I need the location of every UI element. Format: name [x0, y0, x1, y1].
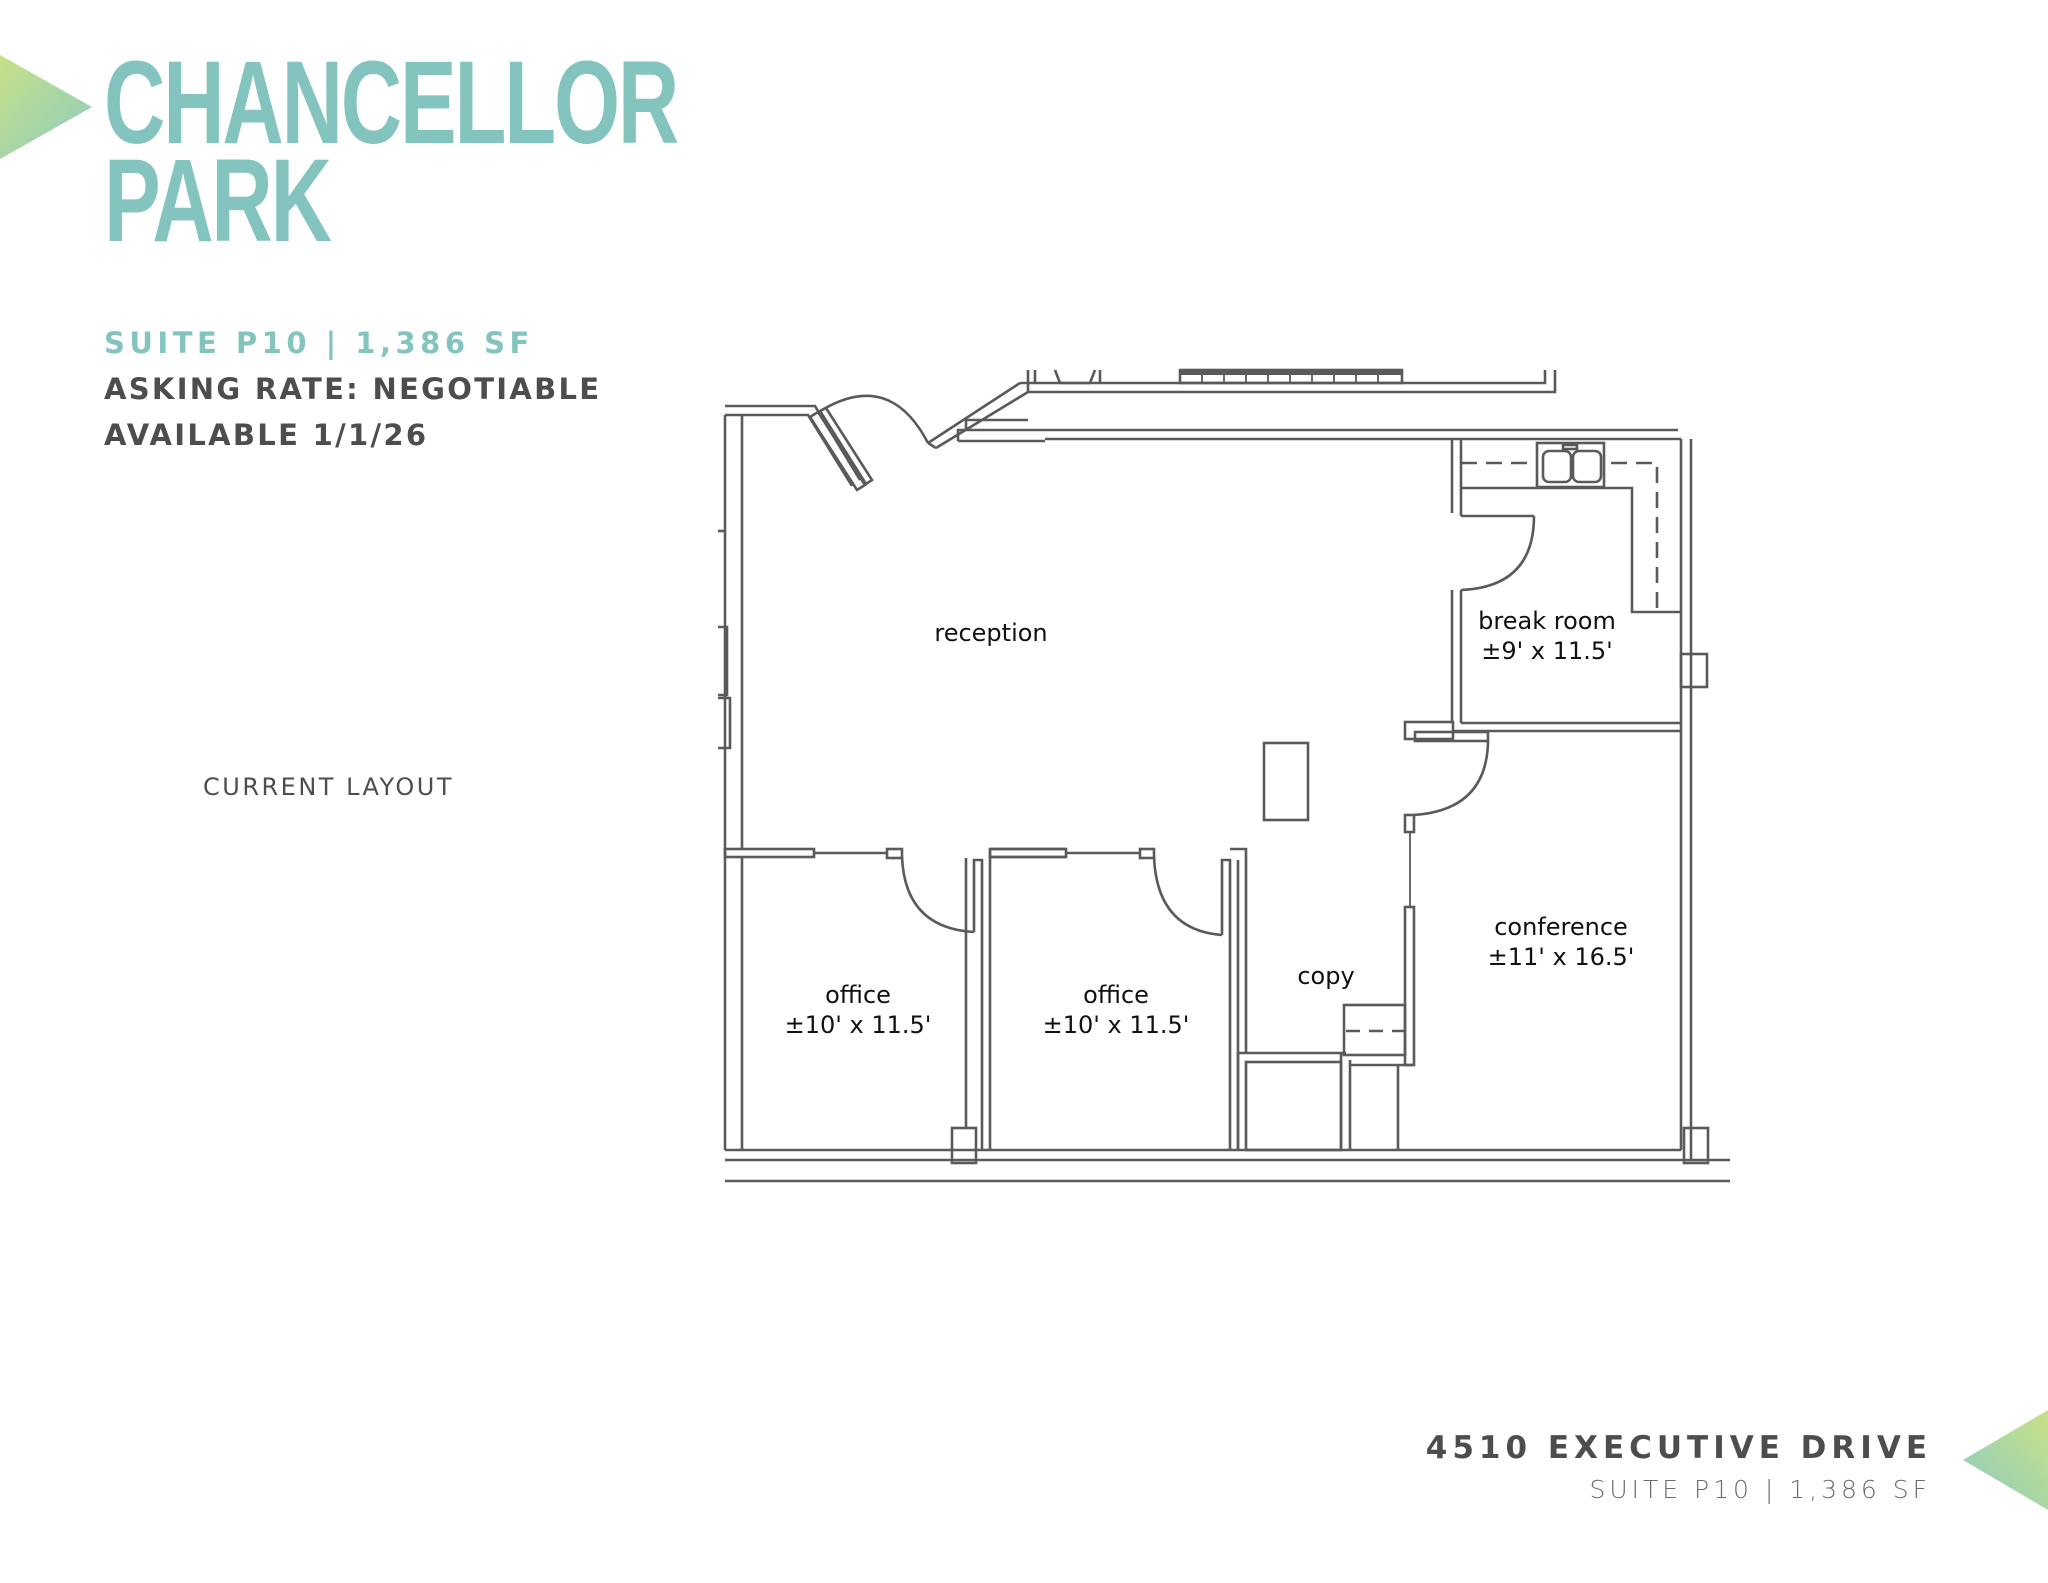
- room-reception: reception: [934, 618, 1047, 648]
- room-name: copy: [1297, 962, 1355, 990]
- room-office-1: office ±10' x 11.5': [785, 980, 932, 1040]
- room-dimensions: ±9' x 11.5': [1481, 637, 1613, 665]
- room-dimensions: ±10' x 11.5': [1042, 1011, 1190, 1039]
- suite-size-heading: SUITE P10 | 1,386 SF: [104, 326, 534, 360]
- room-dimensions: ±11' x 16.5': [1487, 943, 1635, 971]
- room-break-room: break room ±9' x 11.5': [1478, 606, 1616, 666]
- logo-triangle-icon: [0, 55, 92, 159]
- room-dimensions: ±10' x 11.5': [784, 1011, 932, 1039]
- layout-caption: CURRENT LAYOUT: [203, 773, 455, 801]
- footer-triangle-icon: [1963, 1410, 2048, 1510]
- brand-name-line1: CHANCELLOR: [104, 37, 679, 169]
- room-office-2: office ±10' x 11.5': [1043, 980, 1190, 1040]
- room-copy: copy: [1297, 961, 1354, 991]
- footer-suite-size: SUITE P10 | 1,386 SF: [1589, 1475, 1931, 1504]
- room-name: conference: [1494, 913, 1628, 941]
- availability-date: AVAILABLE 1/1/26: [104, 418, 429, 452]
- brand-logo-text: CHANCELLOR PARK: [104, 37, 679, 267]
- room-name: office: [1083, 981, 1149, 1009]
- room-name: office: [825, 981, 891, 1009]
- room-name: break room: [1478, 607, 1616, 635]
- brand-name-line2: PARK: [104, 135, 332, 267]
- property-address: 4510 EXECUTIVE DRIVE: [1425, 1430, 1932, 1466]
- asking-rate: ASKING RATE: NEGOTIABLE: [104, 372, 602, 406]
- room-name: reception: [934, 619, 1048, 647]
- room-conference: conference ±11' x 16.5': [1488, 912, 1635, 972]
